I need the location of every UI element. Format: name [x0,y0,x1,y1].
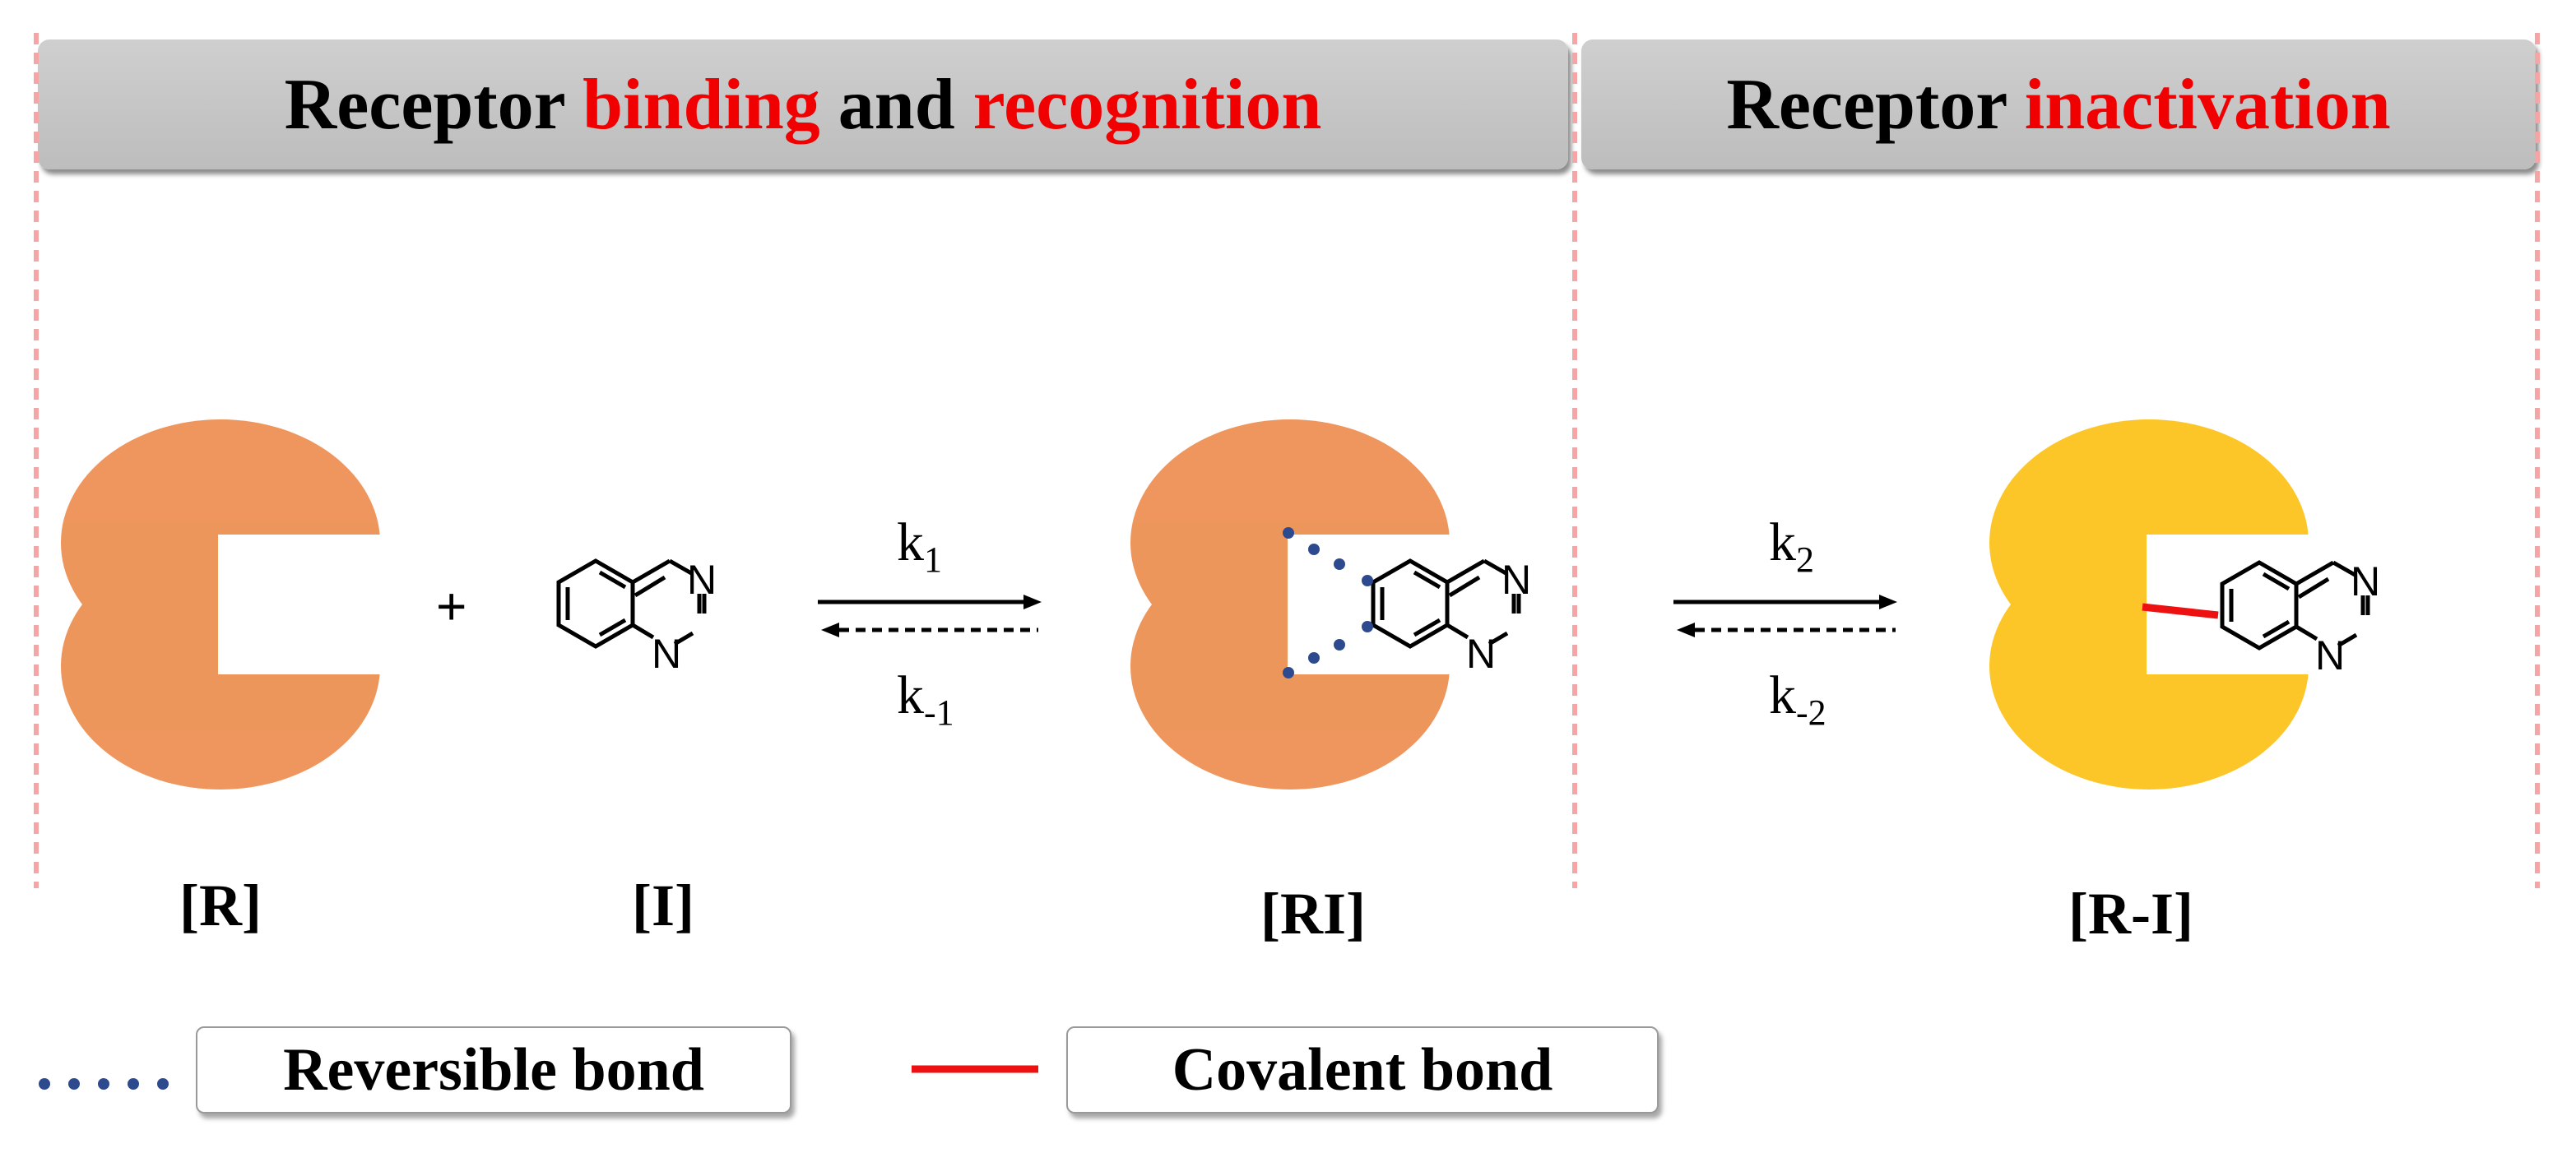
rate-k1-base: k [897,512,924,572]
legend-reversible-bond: Reversible bond [196,1026,791,1114]
header-binding-recognition: Receptor binding and recognition [38,39,1568,169]
reversible-bond-dots [1283,527,1373,678]
rate-k-minus2-sub: -2 [1796,692,1826,734]
header-left-mid: and [819,64,973,145]
header-inactivation: Receptor inactivation [1581,39,2536,169]
rate-k-minus1-sub: -1 [924,692,954,734]
header-right-highlight-inactivation: inactivation [2024,64,2391,145]
rate-k-minus1-base: k [897,665,924,725]
header-left-prefix: Receptor [284,64,583,145]
legend-reversible-dots [39,1078,169,1090]
header-left-highlight-binding: binding [583,64,820,145]
label-complex-ri: [RI] [1260,881,1366,947]
atom-n-free-top: N [687,557,717,603]
rate-k1: k1 [897,512,942,581]
rate-k2-base: k [1769,512,1796,572]
header-right-prefix: Receptor [1726,64,2025,145]
atom-n-ri-covalent-bottom: N [2315,632,2346,678]
label-receptor-r: [R] [179,873,262,938]
rate-k-minus2-base: k [1769,665,1796,725]
legend-covalent-bond: Covalent bond [1066,1026,1659,1114]
receptor-r-i-shape [1989,419,2319,790]
divider-lines [34,33,2540,888]
equilibrium-arrows-step1 [818,595,1042,637]
receptor-ri-shape [1130,419,1460,790]
atom-n-ri-bottom: N [1466,631,1497,677]
rate-k-minus1: k-1 [897,664,954,734]
plus-sign: + [436,576,467,636]
rate-k2: k2 [1769,512,1814,581]
receptor-r-shape [61,419,391,790]
rate-k-minus2: k-2 [1769,664,1826,734]
header-left-highlight-recognition: recognition [972,64,1322,145]
quinazoline-free [559,561,704,646]
atom-n-ri-covalent-top: N [2351,558,2381,604]
rate-k1-sub: 1 [924,539,942,581]
covalent-bond-line [2142,603,2219,619]
label-inhibitor-i: [I] [632,873,694,938]
equilibrium-arrows-step2 [1673,595,1897,637]
atom-n-ri-top: N [1502,557,1532,603]
rate-k2-sub: 2 [1796,539,1814,581]
atom-n-free-bottom: N [652,631,682,677]
label-covalent-r-i: [R-I] [2068,881,2193,947]
